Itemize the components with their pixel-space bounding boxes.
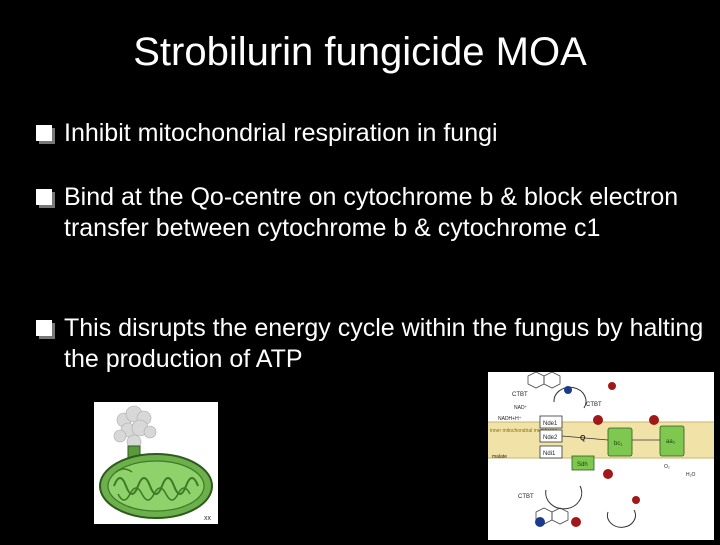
square-bullet-icon bbox=[36, 189, 55, 208]
pathway-label: Ndi1 bbox=[543, 451, 556, 457]
slide-title: Strobilurin fungicide MOA bbox=[133, 30, 587, 74]
pathway-label: NADH+H⁺ bbox=[498, 416, 522, 422]
pathway-label: O₂ bbox=[664, 464, 670, 470]
pathway-label: Sdh bbox=[577, 462, 588, 468]
pathway-label: Nde1 bbox=[543, 421, 558, 427]
pathway-label: NAD⁺ bbox=[514, 405, 528, 411]
pathway-label: inner mitochondrial membrane bbox=[490, 428, 558, 434]
bullet-text: Bind at the Qo-centre on cytochrome b & … bbox=[64, 183, 679, 242]
respiration-pathway-diagram: CTBT NAD⁺ NADH+H⁺ inner mitochondrial me… bbox=[488, 371, 714, 540]
bullet-item: Bind at the Qo-centre on cytochrome b & … bbox=[36, 182, 696, 244]
pathway-label: CTBT bbox=[512, 392, 528, 398]
pathway-label: H₂O bbox=[686, 472, 696, 478]
bullet-text: This disrupts the energy cycle within th… bbox=[64, 314, 704, 373]
pathway-label: bc₁ bbox=[614, 441, 622, 447]
square-bullet-icon bbox=[36, 125, 55, 144]
bullet-item: This disrupts the energy cycle within th… bbox=[36, 313, 706, 375]
bullet-text: Inhibit mitochondrial respiration in fun… bbox=[64, 119, 498, 147]
mitochondrion-illustration: xx bbox=[94, 402, 218, 524]
pathway-label: CTBT bbox=[518, 494, 534, 500]
pathway-label: CTBT bbox=[586, 402, 602, 408]
square-bullet-icon bbox=[36, 320, 55, 339]
pathway-label: malate bbox=[492, 454, 507, 460]
pathway-label: Nde2 bbox=[543, 435, 558, 441]
pathway-label: aa₃ bbox=[666, 439, 676, 445]
bullet-item: Inhibit mitochondrial respiration in fun… bbox=[36, 118, 676, 149]
svg-text:xx: xx bbox=[204, 515, 212, 522]
pathway-label: Q bbox=[580, 435, 586, 442]
